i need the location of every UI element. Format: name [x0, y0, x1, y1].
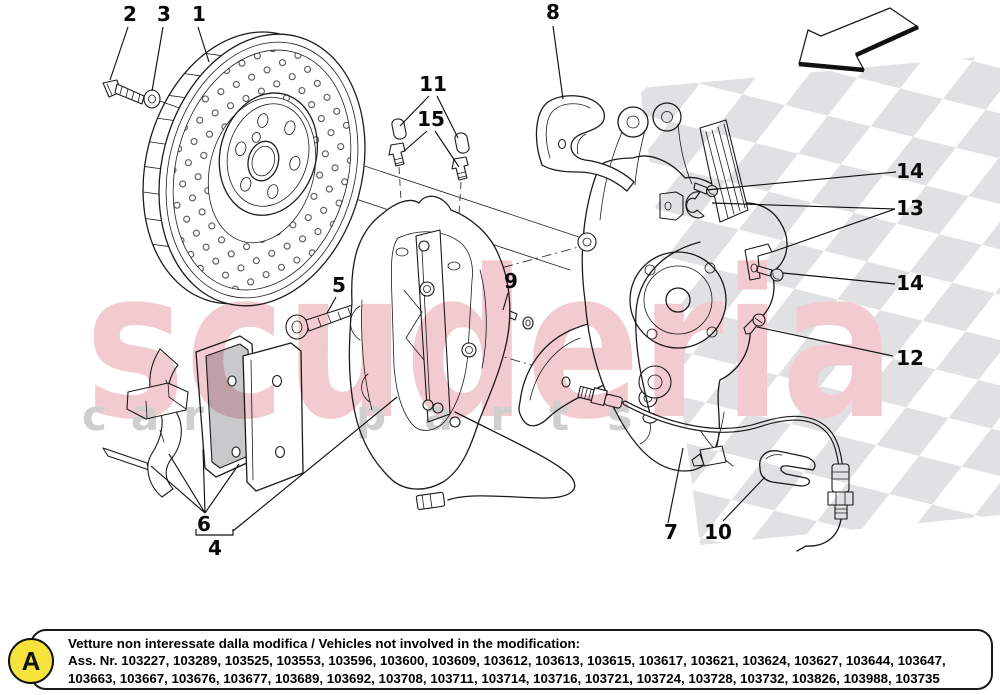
bleed-screws [388, 142, 469, 181]
callout-15: 15 [417, 107, 445, 131]
callout-3: 3 [157, 2, 171, 26]
note-line-3: 103663, 103667, 103676, 103677, 103689, … [68, 670, 940, 686]
direction-arrow [798, 7, 919, 73]
callout-13: 13 [896, 196, 924, 220]
brake-pad-outer [242, 342, 304, 492]
leader-lines [109, 25, 897, 536]
note-badge-a: A [8, 638, 54, 684]
callout-9: 9 [504, 269, 518, 293]
disc-screw-washer [143, 89, 161, 109]
callout-5: 5 [332, 273, 346, 297]
callout-10: 10 [704, 520, 732, 544]
callout-6: 6 [197, 512, 211, 536]
note-line-2: Ass. Nr. 103227, 103289, 103525, 103553,… [68, 653, 946, 669]
watermark: scuderia car parts [82, 55, 1000, 545]
watermark-sub-left: car [82, 391, 228, 440]
callout-12: 12 [896, 346, 924, 370]
callout-11: 11 [419, 72, 447, 96]
duct-bracket [535, 95, 635, 192]
checkered-flag [640, 55, 1000, 545]
callout-7: 7 [664, 520, 678, 544]
watermark-sub-right: parts [356, 391, 670, 440]
disc-fixing-screw [102, 79, 145, 105]
callout-labels: 2 3 1 8 11 15 14 13 14 12 5 9 6 4 7 10 [123, 0, 924, 560]
callout-8: 8 [546, 0, 560, 24]
pad-spring-clip [126, 348, 189, 498]
watermark-brand: scuderia [85, 227, 895, 465]
brake-disc [142, 31, 366, 307]
callout-4: 4 [208, 536, 222, 560]
callout-1: 1 [192, 2, 206, 26]
callout-14a: 14 [896, 159, 924, 183]
disc-vane-slots [142, 52, 222, 247]
callout-2: 2 [123, 2, 137, 26]
disc-hub [218, 92, 319, 216]
hose-upper-fitting [577, 385, 623, 409]
modification-note-box: A Vetture non interessate dalla modifica… [8, 629, 993, 690]
bleed-screw-caps [391, 118, 470, 154]
brake-caliper [348, 195, 511, 490]
brake-pad-inner [195, 335, 259, 478]
note-line-1: Vetture non interessate dalla modifica /… [68, 636, 581, 651]
callout-14b: 14 [896, 271, 924, 295]
pad-retainer-bridge [403, 229, 451, 423]
wear-sensor-wire [415, 411, 576, 511]
